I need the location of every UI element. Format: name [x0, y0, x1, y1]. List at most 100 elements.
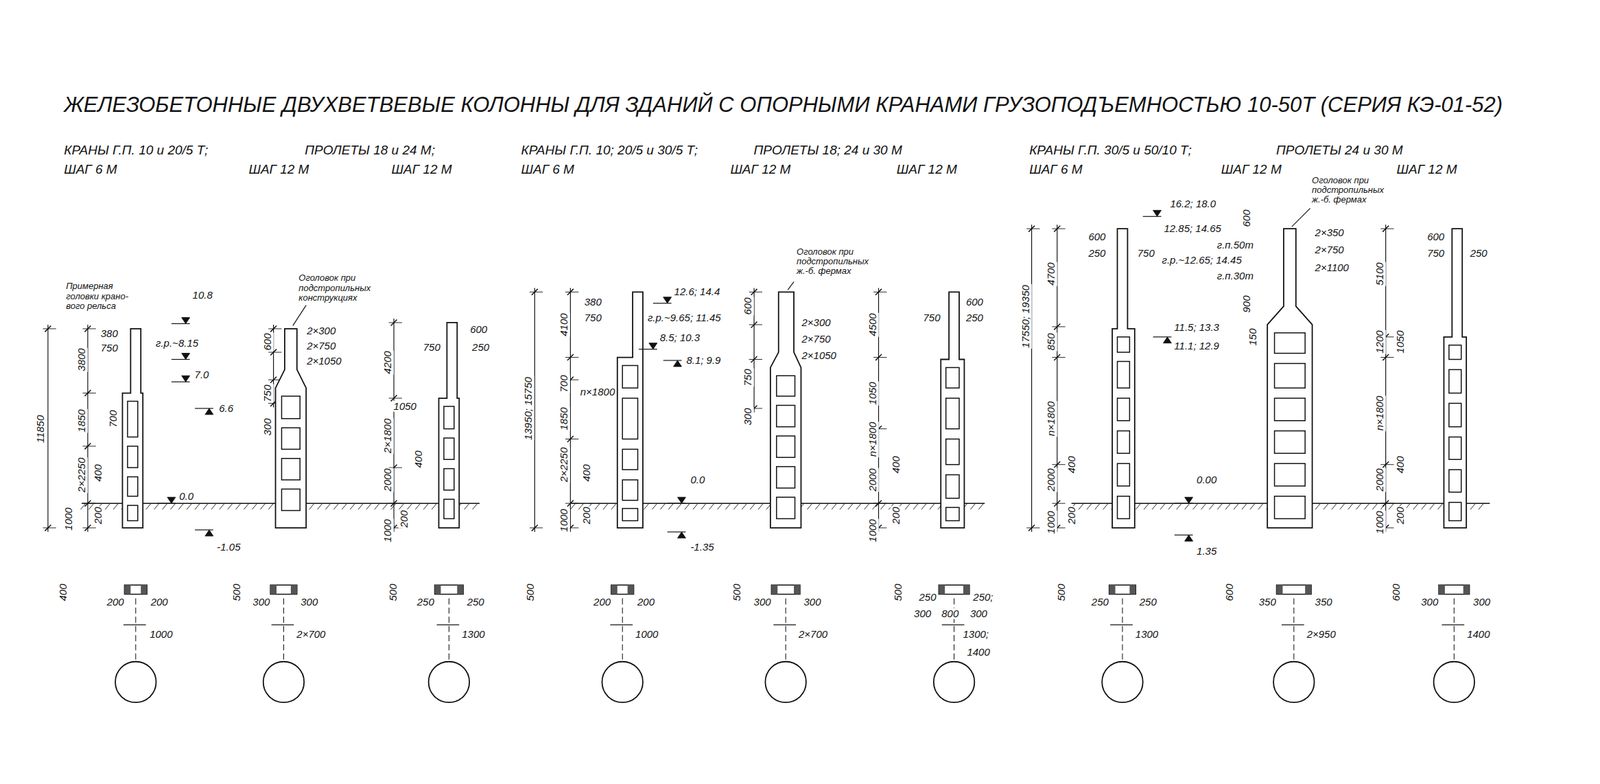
- elevation-mark: [1184, 496, 1194, 503]
- column-opening: [1274, 397, 1306, 421]
- extension-line: [873, 356, 887, 358]
- dimension-line: [47, 324, 49, 532]
- dimension-label: n×1800: [866, 420, 879, 457]
- section-branch: [456, 584, 464, 594]
- dimension-label: 700: [558, 374, 571, 394]
- leader-line: [1291, 207, 1311, 227]
- column-opening: [622, 508, 638, 521]
- column-outline: [275, 328, 307, 528]
- dimension-label: n×1800: [1374, 395, 1386, 431]
- elevation-label: 2×1050: [800, 349, 837, 361]
- elevation-label: 2×750: [1314, 244, 1345, 256]
- dimension-label: 850: [1045, 332, 1058, 352]
- axis-line: [785, 598, 787, 662]
- extension-line: [565, 438, 579, 440]
- dimension-label: 500: [892, 582, 905, 602]
- dimension-label: 500: [386, 582, 399, 602]
- axis-circle: [765, 661, 806, 702]
- elevation-label: 2×750: [800, 333, 831, 346]
- extension-line: [1026, 526, 1040, 528]
- elevation-line: [1143, 216, 1162, 217]
- extension-line: [268, 351, 282, 353]
- column-opening: [1274, 463, 1306, 486]
- section-branch: [1109, 584, 1116, 594]
- elevation-label: 750: [1136, 247, 1156, 260]
- elevation-label: 1300;: [961, 627, 990, 640]
- elevation-label: 300: [299, 596, 319, 608]
- dimension-label: 600: [261, 332, 274, 352]
- column-opening: [1449, 469, 1462, 492]
- dimension-label: 1200: [1374, 330, 1386, 355]
- elevation-line: [667, 502, 687, 504]
- extension-line: [389, 502, 403, 504]
- elevation-label: 1300: [1134, 627, 1159, 640]
- dimension-label: 200: [581, 506, 593, 525]
- elevation-line: [667, 531, 687, 532]
- dimension-label: 2×2250: [76, 456, 88, 492]
- elevation-label: 300: [1420, 596, 1439, 608]
- dimension-label: 17550; 19350: [1019, 284, 1032, 349]
- callout-note: Оголовок при подстропильных ж.-б. фермах: [795, 246, 875, 276]
- elevation-label: 200: [636, 596, 656, 608]
- column-outline: [940, 291, 964, 528]
- column-opening: [127, 476, 138, 497]
- crane-note: ШАГ 6 М: [1028, 161, 1083, 177]
- extension-line: [1380, 356, 1394, 358]
- axis-circle: [1433, 661, 1475, 702]
- dimension-label: 1000: [866, 518, 879, 543]
- column-opening: [1117, 430, 1131, 454]
- elevation-line: [1174, 534, 1194, 536]
- elevation-line: [171, 381, 191, 383]
- callout-note: Примерная головки крано- вого рельса: [65, 281, 142, 311]
- elevation-label: 6.6: [218, 402, 234, 415]
- dimension-label: 4700: [1045, 261, 1058, 286]
- crane-note: ШАГ 12 М: [391, 161, 453, 177]
- crane-note: ПРОЛЕТЫ 18 и 24 М;: [303, 142, 436, 158]
- section-branch: [1463, 584, 1470, 594]
- dimension-line: [123, 624, 147, 626]
- column-opening: [946, 397, 960, 429]
- section-branch: [627, 584, 634, 594]
- column-opening: [946, 367, 960, 388]
- dimension-label: 200: [92, 506, 105, 525]
- elevation-label: 250: [466, 596, 486, 608]
- elevation-label: 2×700: [295, 627, 326, 640]
- elevation-label: 8.1; 9.9: [685, 354, 722, 367]
- extension-line: [565, 356, 579, 358]
- dimension-line: [271, 624, 295, 626]
- column-opening: [1117, 463, 1131, 486]
- elevation-label: 250: [1087, 247, 1107, 260]
- dimension-label: 400: [92, 463, 105, 482]
- elevation-mark: [1162, 336, 1172, 344]
- axis-line: [448, 598, 450, 662]
- elevation-label: 2×350: [1314, 227, 1345, 239]
- column-opening: [622, 448, 638, 470]
- elevation-mark: [181, 375, 191, 382]
- extension-line: [749, 291, 763, 293]
- axis-line: [1293, 598, 1294, 662]
- column-opening: [1117, 397, 1131, 421]
- column-opening: [443, 406, 455, 429]
- dimension-label: 400: [890, 454, 903, 474]
- crane-note: КРАНЫ Г.П. 30/5 и 50/10 Т;: [1028, 142, 1193, 158]
- column-outline: [617, 291, 643, 528]
- section-outline: [1276, 584, 1312, 594]
- column-opening: [776, 375, 796, 396]
- elevation-line: [638, 348, 658, 350]
- dimension-label: 150: [1247, 327, 1260, 346]
- extension-line: [1380, 463, 1394, 465]
- elevation-label: 11.5; 13.3: [1173, 321, 1220, 334]
- elevation-label: 300: [1472, 596, 1491, 608]
- column-outline: [1443, 228, 1467, 528]
- extension-line: [82, 526, 96, 528]
- dimension-label: 500: [731, 582, 744, 602]
- leader-line: [787, 281, 794, 290]
- dimension-label: 2000: [1374, 467, 1386, 492]
- column-outline: [122, 328, 143, 528]
- column-opening: [443, 437, 455, 460]
- column-opening: [1274, 430, 1306, 454]
- elevation-mark: [677, 531, 687, 538]
- extension-line: [1051, 325, 1065, 327]
- extension-line: [749, 358, 763, 360]
- column-opening: [1274, 496, 1306, 519]
